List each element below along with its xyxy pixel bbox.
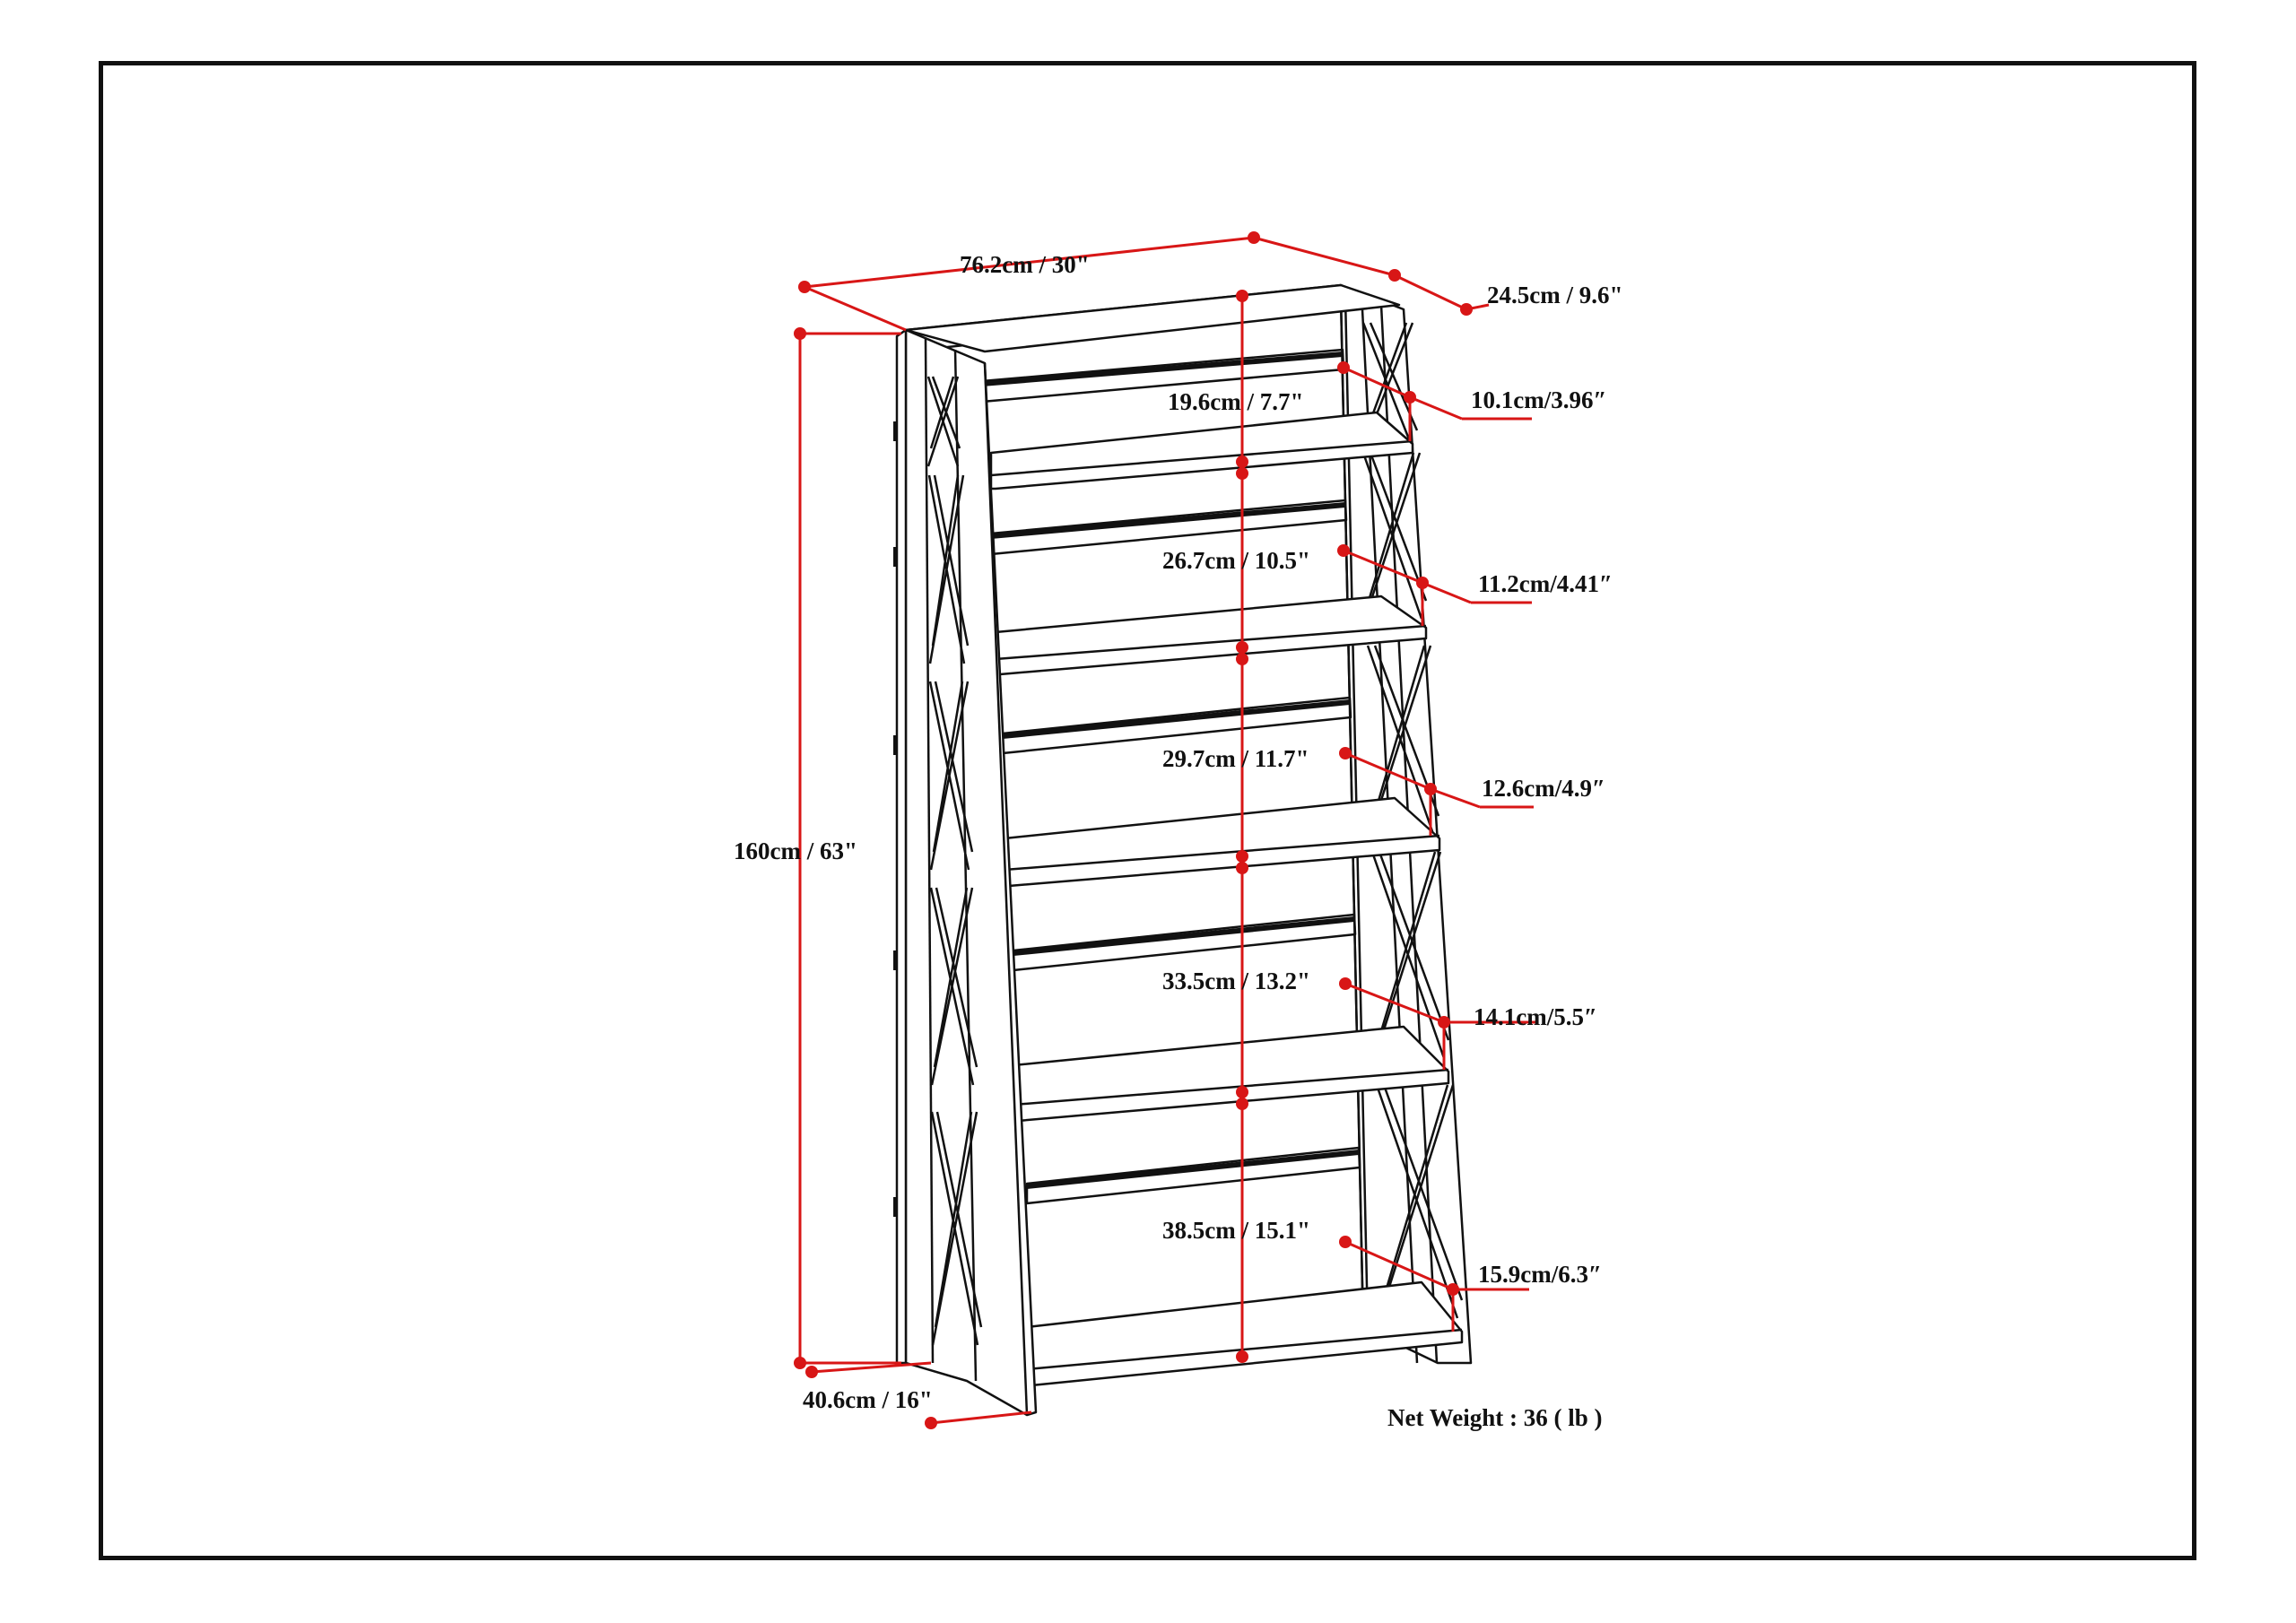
shelves: [989, 411, 1464, 1387]
shelf-depth-label-2: 11.2cm/4.41″: [1478, 570, 1613, 597]
width-label: 76.2cm / 30": [960, 251, 1090, 278]
top-cap: [904, 283, 1401, 353]
dimension-labels: 76.2cm / 30" 24.5cm / 9.6" 160cm / 63" 4…: [734, 251, 1622, 1431]
shelf-height-label-4: 33.5cm / 13.2": [1162, 968, 1310, 994]
shelf-depth-label-3: 12.6cm/4.9″: [1482, 775, 1605, 802]
dimension-lines: [794, 231, 1538, 1429]
shelf-height-label-1: 19.6cm / 7.7": [1168, 388, 1303, 415]
diagram-border: [99, 61, 2196, 1560]
depth-top-line: [1394, 273, 1467, 311]
width-line: [804, 236, 1255, 289]
shelf-depth-label-4: 14.1cm/5.5″: [1474, 1003, 1597, 1030]
shelf-height-label-5: 38.5cm / 15.1": [1162, 1217, 1310, 1244]
shelf-depth-label-1: 10.1cm/3.96″: [1471, 386, 1606, 413]
depth-base-label: 40.6cm / 16": [803, 1386, 933, 1413]
depth-base-line: [930, 1410, 1032, 1425]
left-side-frame: [893, 328, 1038, 1417]
shelf-depth-label-5: 15.9cm/6.3″: [1478, 1261, 1602, 1288]
shelf-height-label-2: 26.7cm / 10.5": [1162, 547, 1310, 574]
bookcase-drawing: [893, 283, 1473, 1417]
shelf-depth-leaders: [1337, 361, 1538, 1332]
depth-top-label: 24.5cm / 9.6": [1487, 282, 1622, 308]
height-label: 160cm / 63": [734, 838, 857, 864]
net-weight-label: Net Weight : 36 ( lb ): [1387, 1404, 1602, 1431]
shelf-height-label-3: 29.7cm / 11.7": [1162, 745, 1309, 772]
